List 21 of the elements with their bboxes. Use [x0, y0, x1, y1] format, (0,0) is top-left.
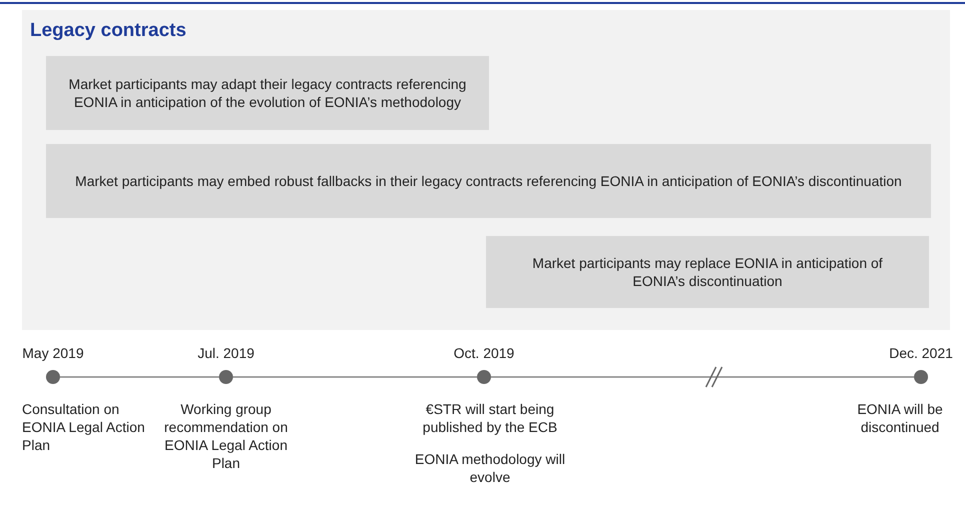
timeline-line: [60, 376, 219, 378]
event-description: Working group recommendation on EONIA Legal Action Plan: [163, 400, 289, 472]
panel-background: [22, 10, 950, 330]
event-description: EONIA methodology will evolve: [414, 450, 566, 486]
date-label: May 2019: [21, 345, 85, 361]
timeline-line: [233, 376, 477, 378]
date-label: Jul. 2019: [196, 345, 256, 361]
event-description: EONIA will be discontinued: [856, 400, 944, 436]
timeline-line: [491, 376, 914, 378]
action-box: Market participants may adapt their legacy contracts referencing EONIA in anticipation of the evolution of EONIA’s methodology: [46, 56, 489, 130]
timeline-dot: [477, 370, 491, 384]
timeline-dot: [46, 370, 60, 384]
event-description: €STR will start being published by the ECB: [422, 400, 558, 436]
action-box: Market participants may embed robust fallbacks in their legacy contracts referencing EONIA in anticipation of EONIA’s discontinuation: [46, 144, 931, 218]
timeline-dot: [219, 370, 233, 384]
panel-heading: Legacy contracts: [30, 20, 186, 42]
event-description: Consultation on EONIA Legal Action Plan: [22, 400, 146, 454]
date-label: Oct. 2019: [452, 345, 516, 361]
timeline-dot: [914, 370, 928, 384]
action-box: Market participants may replace EONIA in anticipation of EONIA’s discontinuation: [486, 236, 929, 308]
date-label: Dec. 2021: [888, 345, 954, 361]
